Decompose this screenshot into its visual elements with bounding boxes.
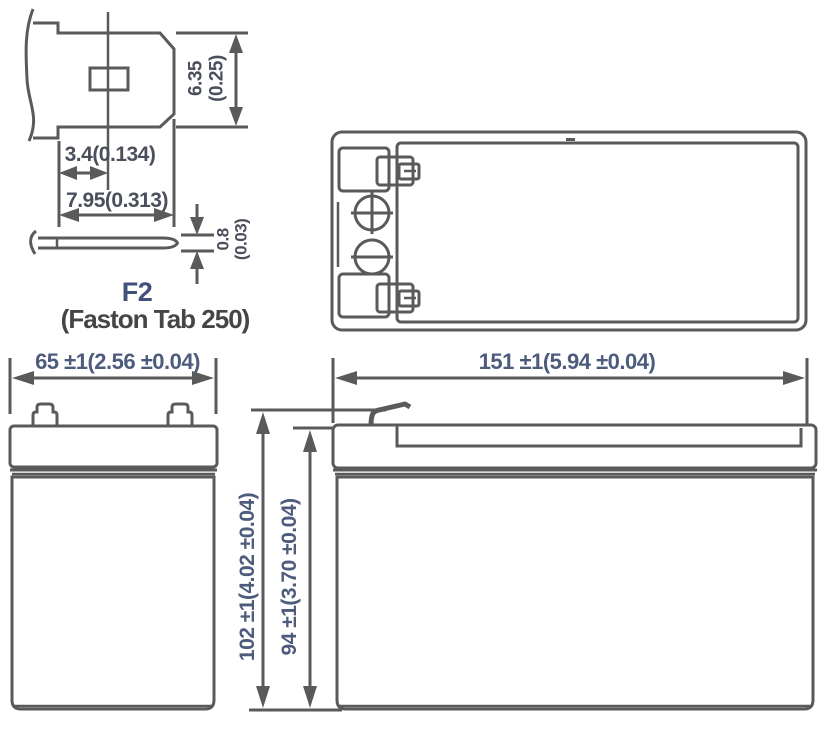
dim-label-overall-length: 151 ±1(5.94 ±0.04) — [478, 349, 656, 374]
battery-end-view — [8, 358, 219, 711]
negative-terminal-icon — [351, 238, 393, 276]
terminal-side-profile — [29, 229, 180, 255]
break-line — [29, 229, 38, 255]
terminal-bump-left — [31, 402, 59, 426]
battery-top-view — [330, 130, 808, 332]
top-view-outline — [330, 130, 808, 332]
dim-thickness — [181, 204, 214, 284]
dim-label-container-height: 94 ±1(3.70 ±0.04) — [278, 498, 301, 656]
vent-notch — [566, 138, 575, 141]
terminal-name-label: (Faston Tab 250) — [60, 304, 251, 334]
dim-label-total-height: 102 ±1(4.02 ±0.04) — [236, 492, 259, 662]
dim-tab-width — [59, 208, 174, 222]
faston-tab-top — [375, 155, 421, 187]
terminal-code-label: F2 — [121, 277, 153, 307]
dim-container-height — [293, 426, 332, 708]
terminal-bump-right — [166, 402, 194, 426]
dim-label-hole-offset: 3.4(0.134) — [64, 143, 156, 166]
side-terminal-tab — [368, 401, 412, 427]
dim-label-thickness: 0.8 (0.03) — [213, 218, 251, 261]
dim-label-overall-width: 65 ±1(2.56 ±0.04) — [35, 349, 200, 374]
end-view-lid — [8, 424, 219, 469]
dim-overall-length — [331, 358, 809, 424]
dim-overall-width — [8, 358, 218, 414]
side-view-body — [335, 475, 815, 711]
break-line — [24, 8, 36, 142]
tab-outline — [33, 21, 176, 140]
dim-label-tab-height: 6.35 (0.25) — [185, 55, 227, 102]
dim-tab-height — [176, 31, 248, 129]
side-view-lid — [331, 423, 818, 470]
battery-side-view — [249, 358, 818, 712]
lid-recess-step — [395, 425, 803, 448]
dim-label-tab-width: 7.95(0.313) — [66, 189, 168, 212]
faston-tab-bottom — [375, 282, 421, 314]
lid-panel — [395, 141, 800, 324]
dim-total-height — [249, 408, 386, 712]
terminal-well-bottom — [337, 272, 391, 319]
dim-hole-offset — [57, 119, 176, 227]
positive-terminal-icon — [351, 192, 393, 234]
terminal-front-view — [24, 8, 176, 190]
end-view-body — [10, 475, 216, 711]
terminal-well-top — [337, 146, 391, 193]
